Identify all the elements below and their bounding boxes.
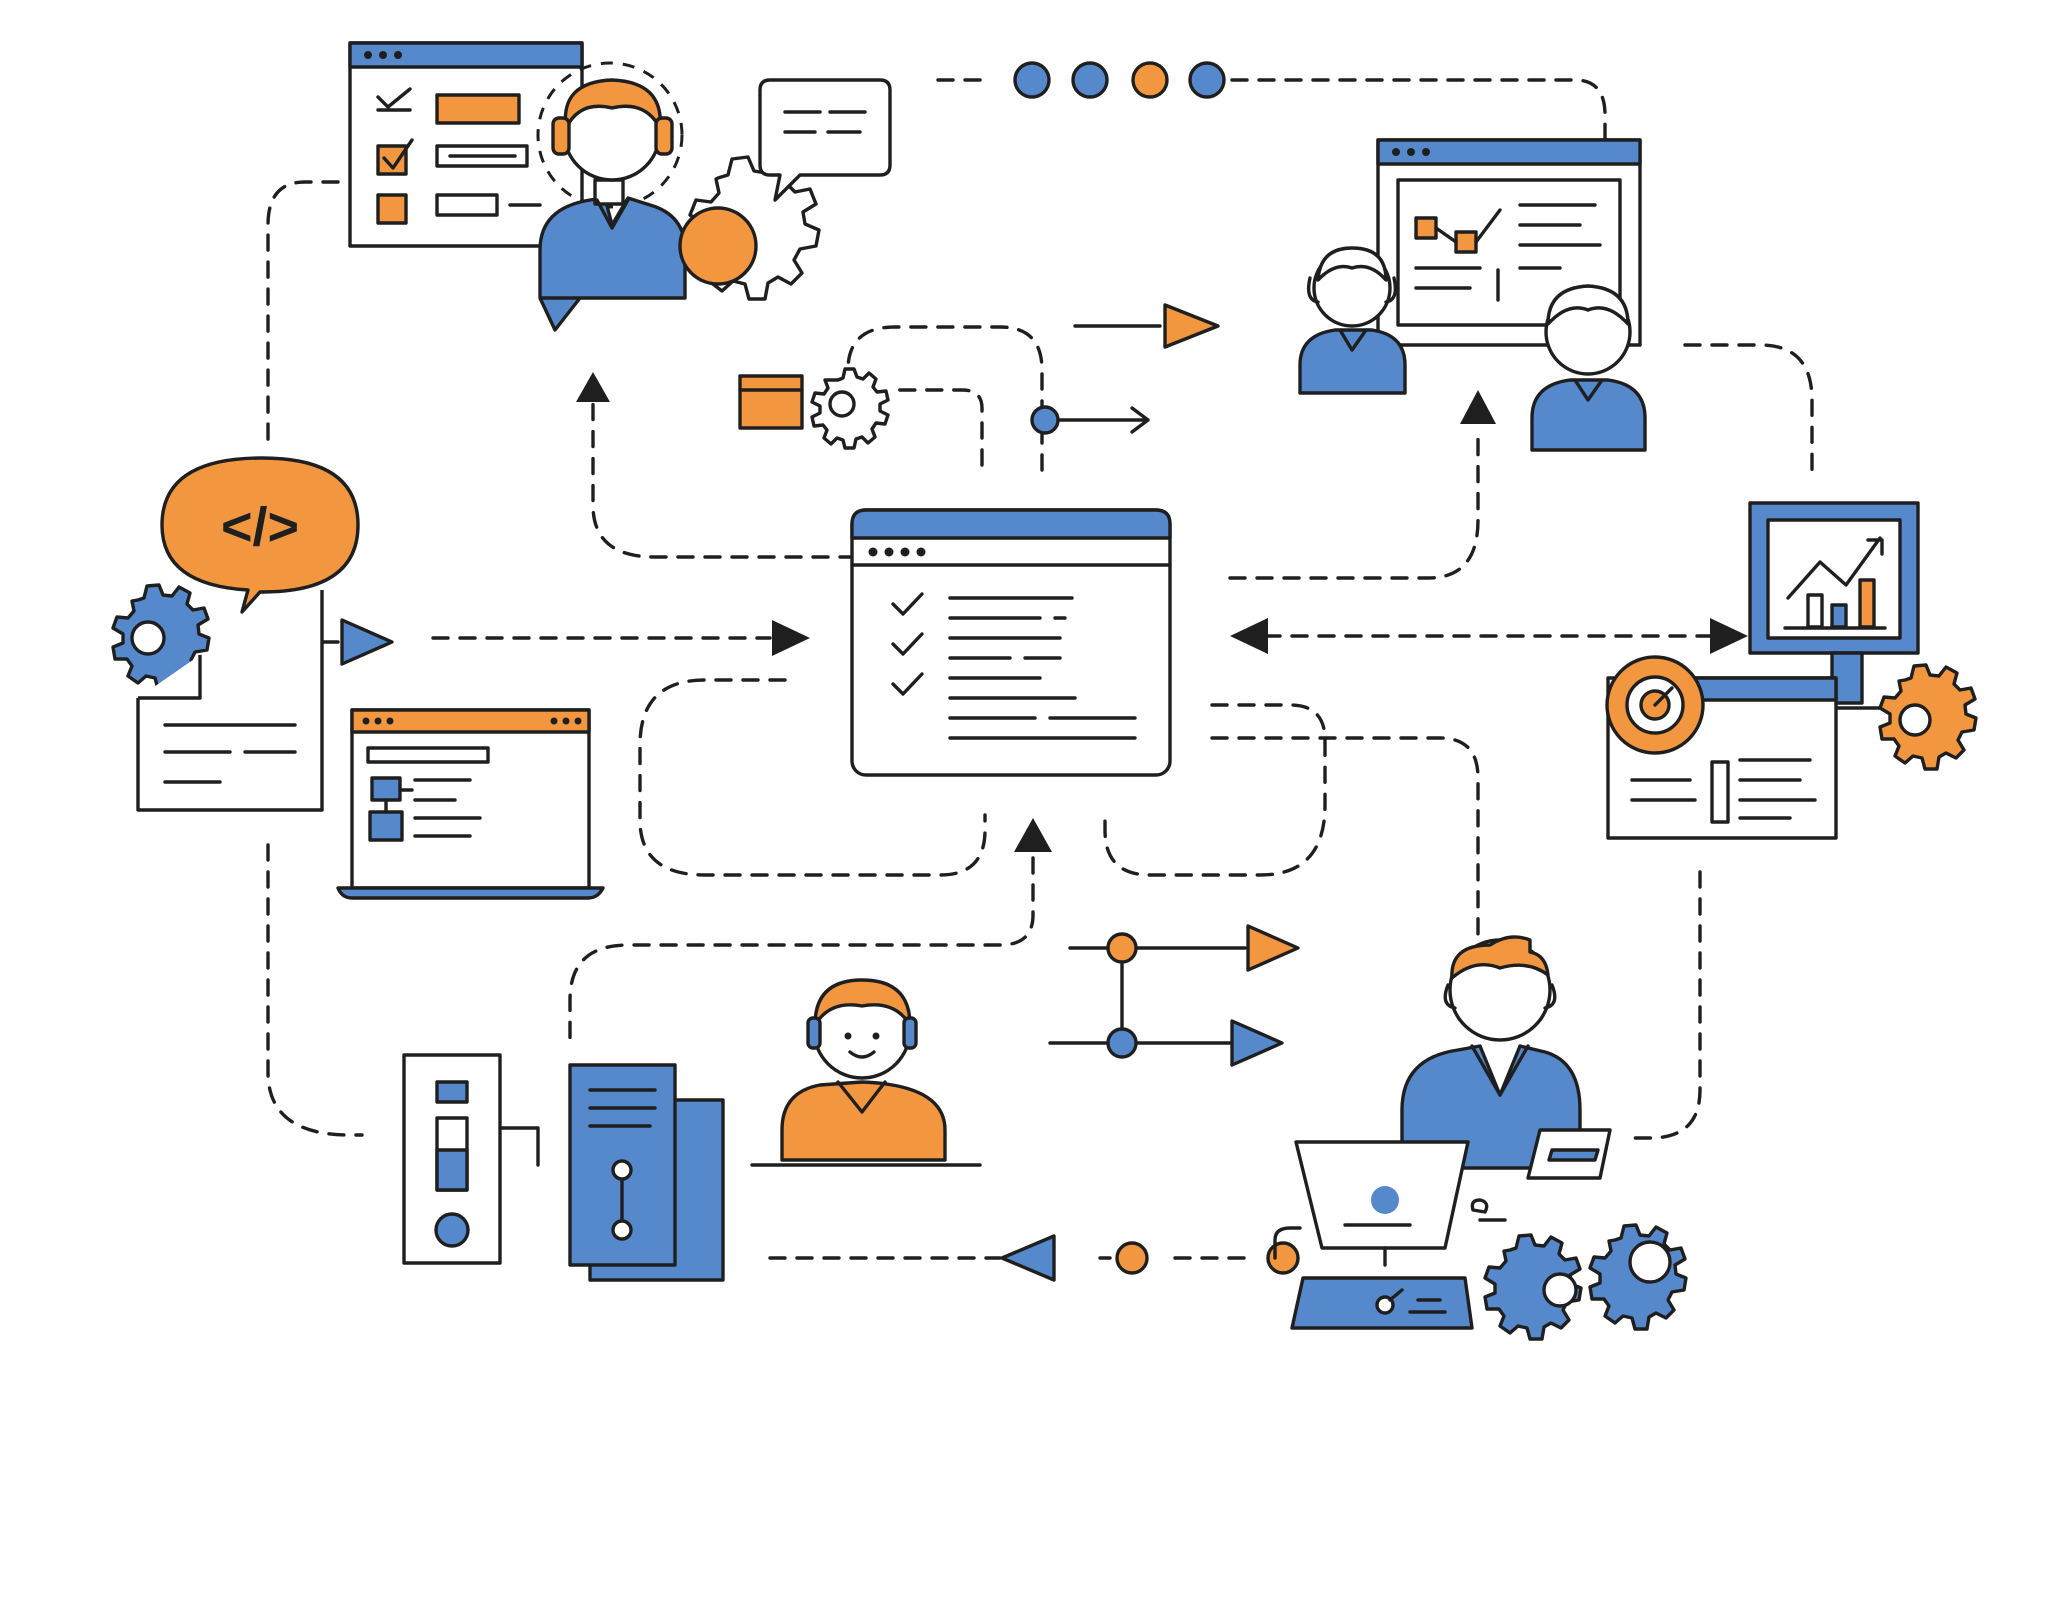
arrow-head-blue-bottom bbox=[1000, 1234, 1056, 1282]
bottom-node-orange-2 bbox=[1266, 1241, 1300, 1275]
code-bubble-text: </> bbox=[221, 497, 299, 557]
support-agent-headset-icon bbox=[536, 61, 687, 332]
arrow-line-small bbox=[1043, 406, 1150, 434]
central-checklist-window-icon bbox=[850, 508, 1172, 777]
branch-node-orange bbox=[1106, 932, 1138, 964]
top-dots bbox=[1013, 61, 1226, 99]
task-checklist-window-icon bbox=[348, 41, 584, 248]
connector-center-gear-loop bbox=[846, 325, 1044, 472]
server-tower-icon bbox=[402, 1053, 725, 1282]
gear-icon bbox=[678, 155, 821, 301]
dot-orange bbox=[1131, 61, 1169, 99]
support-agent-headset-icon bbox=[750, 978, 982, 1167]
branch-lines bbox=[1048, 946, 1247, 1045]
arrow-right-to-monitor bbox=[1710, 618, 1748, 654]
connector-right-team-to-monitor bbox=[1683, 343, 1814, 480]
arrow-up-to-right-team bbox=[1460, 390, 1496, 424]
connector-center-left-loop bbox=[638, 678, 987, 877]
arrow-head-orange-top bbox=[1163, 303, 1220, 349]
laptop-icon bbox=[336, 708, 605, 900]
connector-node-blue bbox=[1030, 405, 1060, 435]
gear-icon bbox=[1878, 663, 1978, 771]
connector-center-right-loop bbox=[1103, 703, 1327, 877]
arrow-head-blue-branch bbox=[1230, 1019, 1284, 1067]
speech-bubble-icon bbox=[758, 78, 892, 202]
code-bubble-icon: </> bbox=[160, 456, 360, 614]
arrow-right-to-center bbox=[772, 620, 810, 656]
analytics-monitor-icon bbox=[1748, 501, 1932, 710]
team-people-icon bbox=[1298, 246, 1647, 452]
gear-icon bbox=[1483, 1223, 1688, 1341]
gear-icon bbox=[111, 583, 211, 691]
arrow-head-orange-branch bbox=[1246, 924, 1300, 972]
arrow-left-to-center bbox=[1230, 618, 1268, 654]
connector-up-to-center bbox=[568, 856, 1035, 1050]
bottom-node-orange-1 bbox=[1115, 1241, 1149, 1275]
arrow-head-blue-left bbox=[340, 618, 394, 666]
arrow-heads bbox=[256, 303, 1748, 1282]
connector-left-loop-bottom bbox=[266, 843, 364, 1137]
developer-workstation-icon bbox=[1273, 935, 1612, 1330]
arrow-up-to-top-left-window bbox=[576, 372, 610, 402]
document-icon bbox=[136, 590, 324, 812]
connector-to-top-left-window bbox=[591, 400, 857, 559]
branch-node-blue bbox=[1106, 1027, 1138, 1059]
connector-center-to-developer bbox=[1210, 736, 1480, 937]
connector-monitor-down-to-developer bbox=[1633, 870, 1702, 1140]
connector-center-to-right-team bbox=[1228, 428, 1480, 580]
dot-blue-1 bbox=[1013, 61, 1051, 99]
dot-blue-3 bbox=[1188, 61, 1226, 99]
dashed-connectors bbox=[266, 78, 1814, 1260]
package-gear-icon bbox=[738, 367, 890, 450]
connector-left-loop-top bbox=[266, 180, 340, 442]
arrow-up-to-center-bottom bbox=[1014, 818, 1052, 852]
dot-blue-2 bbox=[1071, 61, 1109, 99]
target-report-icon bbox=[1605, 655, 1838, 840]
connector-top-dots-right bbox=[936, 78, 1607, 142]
